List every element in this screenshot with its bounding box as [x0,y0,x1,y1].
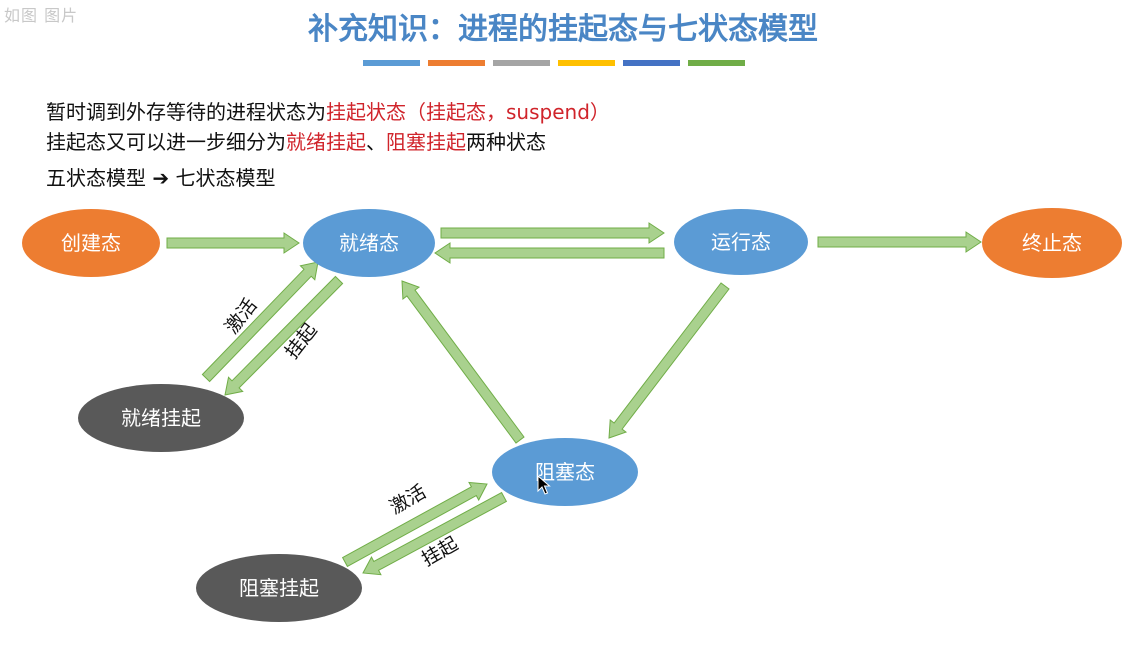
seven-state-model-text: 七状态模型 [175,166,276,190]
arrow-ready-to-ready-suspend [224,275,344,396]
watermark: 如图 图片 [4,6,79,25]
line1-text: 暂时调到外存等待的进程状态为 [46,100,326,124]
strip-segment-6 [688,60,745,66]
slide-title: 补充知识：进程的挂起态与七状态模型 [308,12,818,47]
strip-segment-5 [623,60,680,66]
arrow-running-to-terminated [817,231,982,253]
text-line-2: 挂起态又可以进一步细分为就绪挂起、阻塞挂起两种状态 [46,126,546,155]
node-terminated [982,208,1122,278]
arrow-blocked-to-blocked-suspend [362,491,508,576]
node-terminated-label: 终止态 [1022,231,1082,255]
strip-segment-2 [428,60,485,66]
strip-segment-1 [363,60,420,66]
node-create [22,209,160,277]
color-strip [363,60,745,66]
right-arrow-icon: ➔ [152,166,170,190]
node-ready-suspend-label: 就绪挂起 [121,406,201,430]
node-blocked-label: 阻塞态 [535,460,595,484]
node-ready-suspend [78,384,244,452]
arrow-create-to-ready [166,232,300,254]
edges [166,222,982,576]
nodes: 创建态 就绪态 运行态 终止态 阻塞态 就绪挂起 阻塞挂起 [22,208,1122,622]
text-line-1: 暂时调到外存等待的进程状态为挂起状态（挂起态，suspend） [46,96,610,125]
line2-text: 挂起态又可以进一步细分为 [46,130,286,154]
arrow-ready-to-running [440,222,665,244]
line2-highlight-ready-suspend: 就绪挂起 [286,130,366,154]
strip-segment-3 [493,60,550,66]
line2-suffix: 两种状态 [466,130,546,154]
node-blocked-suspend-label: 阻塞挂起 [239,576,319,600]
five-state-model-text: 五状态模型 [46,166,146,190]
node-blocked-suspend [196,554,362,622]
arrow-ready-suspend-to-ready [201,261,319,383]
arrow-running-to-blocked [608,282,730,439]
node-create-label: 创建态 [61,231,121,255]
node-running [674,209,808,275]
node-ready [303,209,435,277]
node-blocked [492,438,638,506]
node-running-label: 运行态 [711,230,771,254]
arrow-blocked-suspend-to-blocked [341,481,488,568]
mouse-cursor-icon [537,474,551,495]
strip-segment-4 [558,60,615,66]
line2-highlight-blocked-suspend: 阻塞挂起 [386,130,466,154]
line2-separator: 、 [366,130,386,154]
text-line-3: 五状态模型 ➔ 七状态模型 [46,162,275,191]
edge-labels: 激活 挂起 激活 挂起 [221,295,462,571]
arrow-running-to-ready [434,242,665,264]
node-ready-label: 就绪态 [339,231,399,255]
arrow-blocked-to-ready [401,280,525,444]
line1-highlight: 挂起状态（挂起态，suspend） [326,100,610,124]
